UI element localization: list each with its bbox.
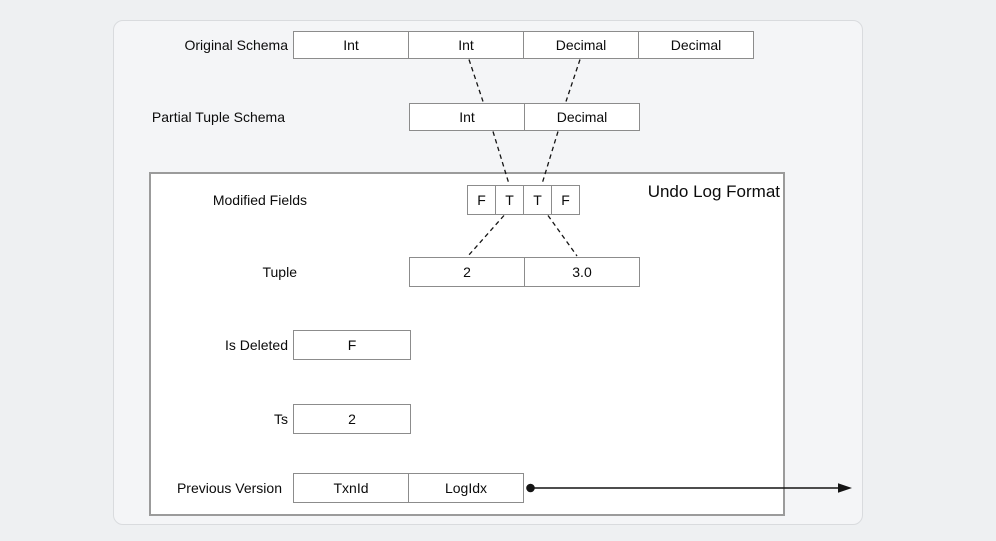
ts-cell: 2 [293, 404, 411, 434]
partial-tuple-schema-label: Partial Tuple Schema [151, 109, 285, 125]
ts-label: Ts [274, 411, 288, 427]
is-deleted-label: Is Deleted [224, 337, 288, 353]
undo-log-format-panel [149, 172, 785, 516]
ts-cells: 2 [293, 404, 411, 434]
previous-version-cells: TxnId LogIdx [293, 473, 524, 503]
previous-version-cell: TxnId [293, 473, 409, 503]
modified-fields-label: Modified Fields [212, 192, 307, 208]
tuple-cell: 3.0 [524, 257, 640, 287]
modified-fields-cell: F [467, 185, 496, 215]
previous-version-label: Previous Version [176, 480, 282, 496]
modified-fields-cell: T [495, 185, 524, 215]
original-schema-label: Original Schema [184, 37, 289, 53]
original-schema-cell: Decimal [523, 31, 639, 59]
tuple-cell: 2 [409, 257, 525, 287]
panel-title: Undo Log Format [647, 182, 780, 201]
previous-version-cell: LogIdx [408, 473, 524, 503]
modified-fields-cell: F [551, 185, 580, 215]
partial-tuple-schema-cells: Int Decimal [409, 103, 640, 131]
partial-tuple-schema-cell: Decimal [524, 103, 640, 131]
modified-fields-cells: F T T F [467, 185, 580, 215]
tuple-label: Tuple [262, 264, 297, 280]
tuple-cells: 2 3.0 [409, 257, 640, 287]
original-schema-cells: Int Int Decimal Decimal [293, 31, 754, 59]
original-schema-cell: Int [293, 31, 409, 59]
is-deleted-cells: F [293, 330, 411, 360]
modified-fields-cell: T [523, 185, 552, 215]
original-schema-cell: Decimal [638, 31, 754, 59]
partial-tuple-schema-cell: Int [409, 103, 525, 131]
original-schema-cell: Int [408, 31, 524, 59]
is-deleted-cell: F [293, 330, 411, 360]
